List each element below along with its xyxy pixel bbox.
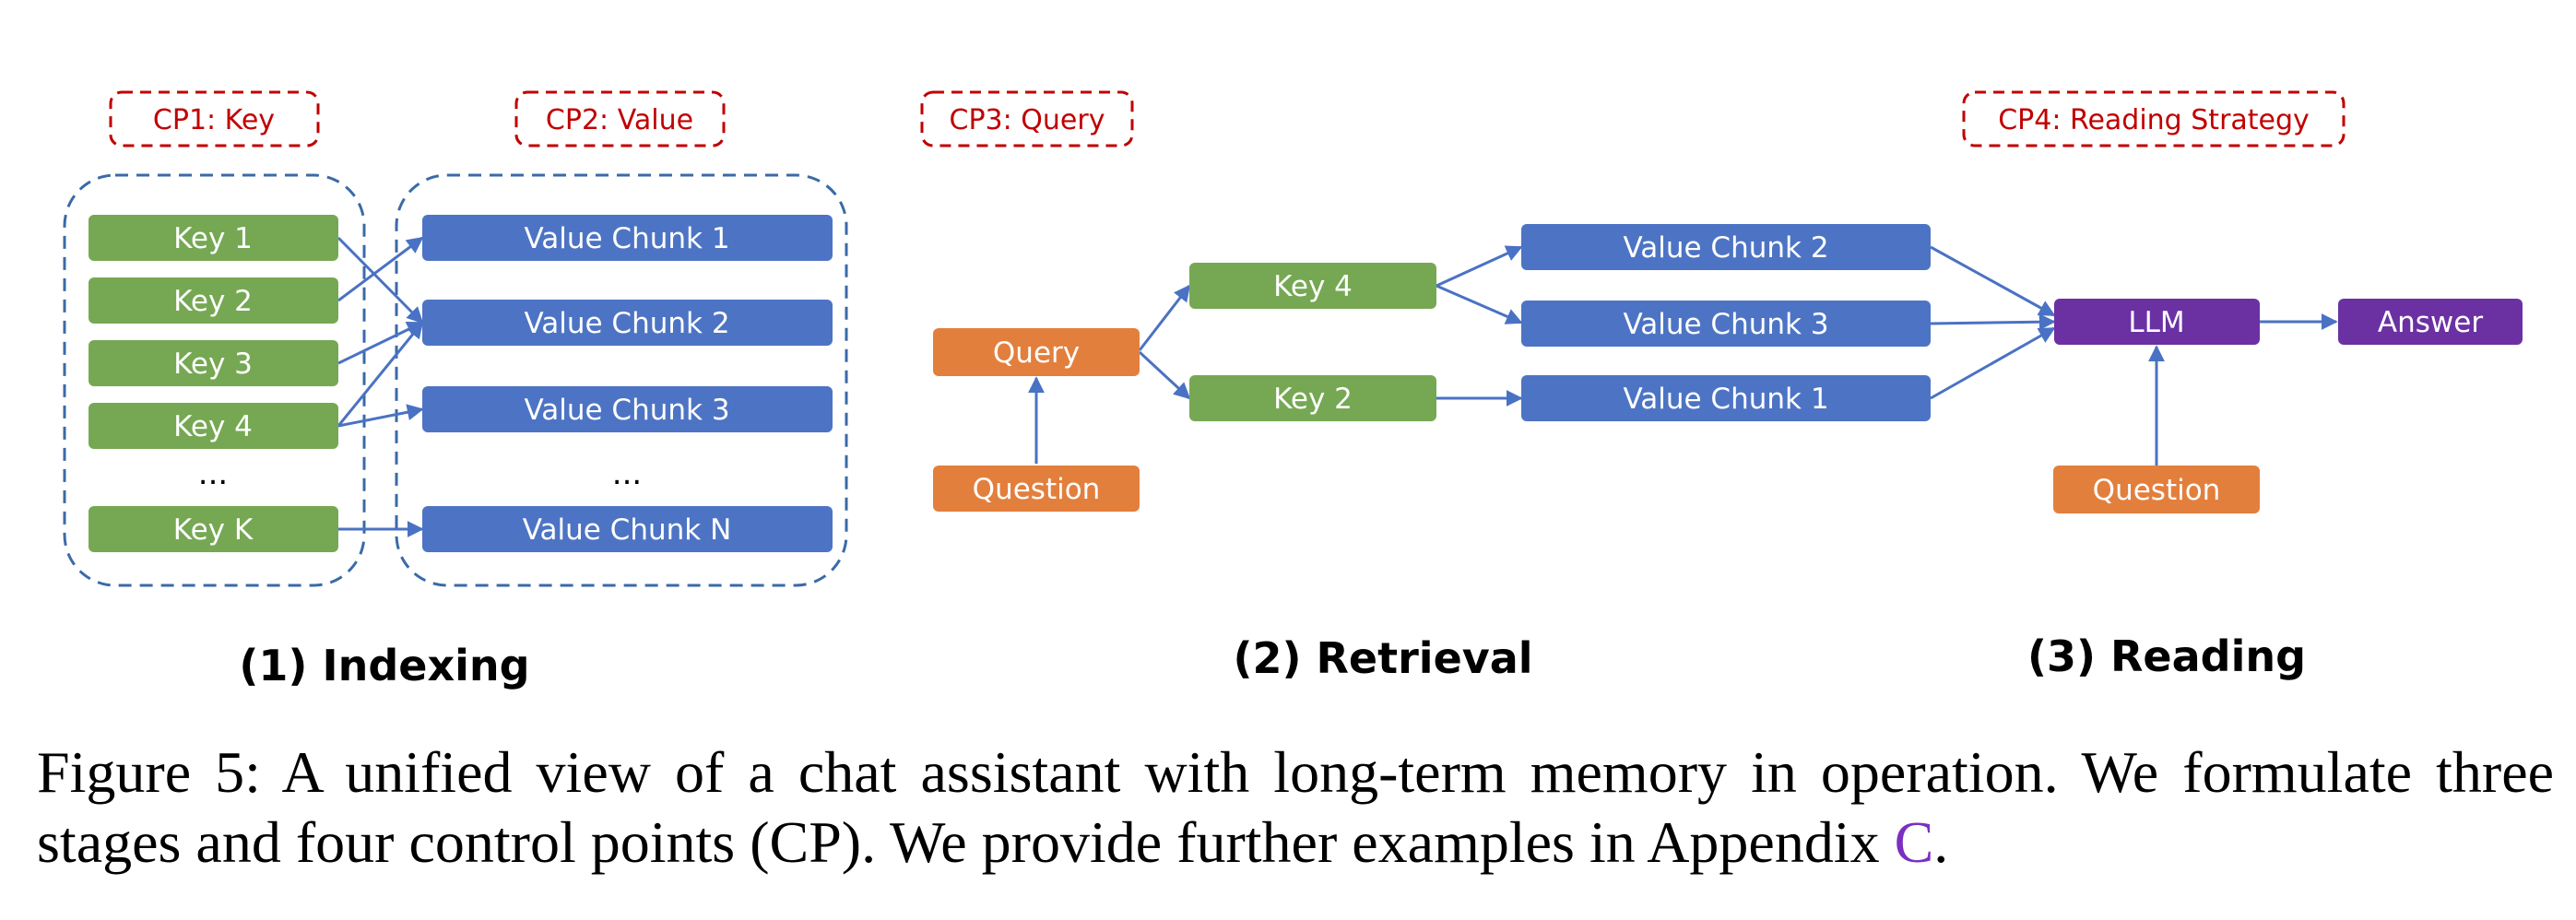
svg-text:Query: Query <box>993 336 1080 370</box>
reading-llm: LLM <box>2054 299 2260 345</box>
control-point-cp4: CP4: Reading Strategy <box>1962 90 2346 147</box>
values-group-border <box>395 173 848 587</box>
svg-text:Value Chunk 1: Value Chunk 1 <box>1623 383 1828 416</box>
indexing-value-chunk-n: Value Chunk N <box>422 506 833 552</box>
svg-text:Value Chunk N: Value Chunk N <box>523 513 732 547</box>
retrieval-value-chunk-2: Value Chunk 2 <box>1521 224 1931 270</box>
cp2-label: CP2: Value <box>546 104 693 136</box>
retrieval-value-chunk-3: Value Chunk 3 <box>1521 301 1931 347</box>
svg-text:Value Chunk 1: Value Chunk 1 <box>524 222 729 255</box>
stage-retrieval-label: (2) Retrieval <box>1233 633 1532 683</box>
retrieval-query: Query <box>933 328 1140 376</box>
cp3-label: CP3: Query <box>950 104 1105 136</box>
svg-text:Value Chunk 2: Value Chunk 2 <box>524 307 729 340</box>
cp1-label: CP1: Key <box>153 104 275 136</box>
retrieval-key-2: Key 2 <box>1189 375 1436 421</box>
retrieval-key-4: Key 4 <box>1189 263 1436 309</box>
svg-text:Key 2: Key 2 <box>1273 383 1353 416</box>
svg-text:Question: Question <box>973 473 1101 506</box>
appendix-link[interactable]: C <box>1894 809 1934 875</box>
svg-text:Value Chunk 3: Value Chunk 3 <box>1623 308 1828 341</box>
indexing-key-1: Key 1 <box>89 215 338 261</box>
svg-text:Value Chunk 3: Value Chunk 3 <box>524 394 729 427</box>
indexing-key-2: Key 2 <box>89 277 338 324</box>
keys-group-border <box>63 173 366 587</box>
indexing-value-chunk-2: Value Chunk 2 <box>422 300 833 346</box>
key-ellipsis: ... <box>198 455 228 492</box>
svg-text:Key 4: Key 4 <box>173 410 253 443</box>
control-point-cp2: CP2: Value <box>514 90 726 147</box>
indexing-key-3: Key 3 <box>89 340 338 386</box>
stage-indexing-label: (1) Indexing <box>239 641 529 690</box>
svg-text:LLM: LLM <box>2128 306 2184 339</box>
indexing-value-chunk-3: Value Chunk 3 <box>422 386 833 432</box>
reading-question: Question <box>2053 466 2260 513</box>
svg-text:Key 2: Key 2 <box>173 285 253 318</box>
indexing-key-k: Key K <box>89 506 338 552</box>
svg-text:Value Chunk 2: Value Chunk 2 <box>1623 231 1828 265</box>
retrieval-value-chunk-1: Value Chunk 1 <box>1521 375 1931 421</box>
indexing-key-4: Key 4 <box>89 403 338 449</box>
value-ellipsis: ... <box>612 455 642 492</box>
control-point-cp1: CP1: Key <box>109 90 320 147</box>
svg-text:Key 3: Key 3 <box>173 348 253 381</box>
svg-text:Key K: Key K <box>173 513 254 547</box>
stage-reading-label: (3) Reading <box>2027 631 2306 681</box>
reading-answer: Answer <box>2338 299 2523 345</box>
caption-text: Figure 5: A unified view of a chat assis… <box>37 739 2554 875</box>
retrieval-arrows <box>1028 245 2338 466</box>
control-point-cp3: CP3: Query <box>920 90 1134 147</box>
svg-text:Answer: Answer <box>2378 306 2483 339</box>
cp4-label: CP4: Reading Strategy <box>1998 104 2310 136</box>
figure-caption: Figure 5: A unified view of a chat assis… <box>37 737 2554 878</box>
indexing-value-chunk-1: Value Chunk 1 <box>422 215 833 261</box>
caption-end: . <box>1933 809 1949 875</box>
indexing-arrows <box>337 236 424 537</box>
svg-text:Question: Question <box>2093 474 2221 507</box>
svg-text:Key 1: Key 1 <box>173 222 253 255</box>
memory-pipeline-diagram: CP1: Key CP2: Value CP3: Query CP4: Read… <box>63 90 2523 690</box>
svg-text:Key 4: Key 4 <box>1273 270 1353 303</box>
retrieval-question: Question <box>933 466 1140 512</box>
